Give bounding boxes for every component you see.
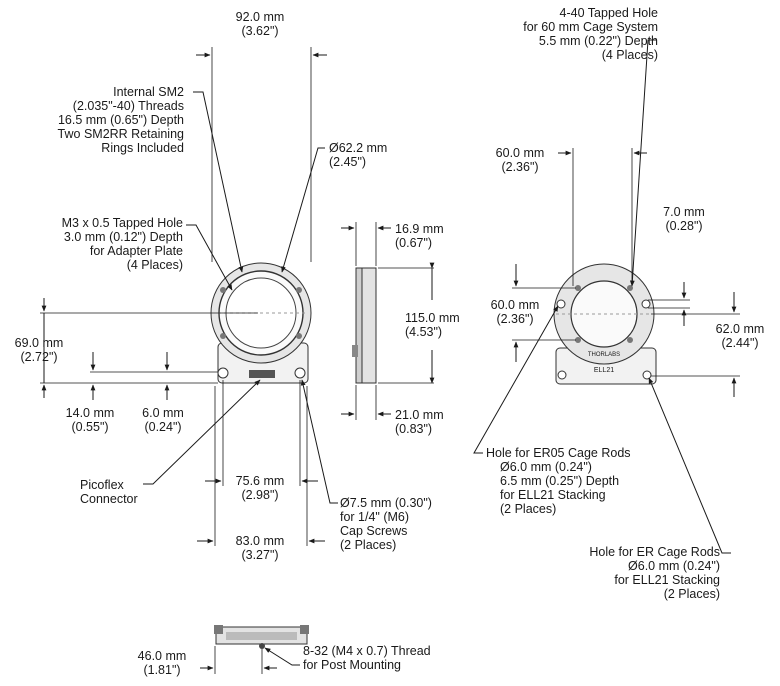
width-75-6-label: 75.6 mm(2.98") xyxy=(236,474,285,502)
cap-screw-hole xyxy=(217,367,229,379)
er-rod-hole xyxy=(557,370,567,380)
bottom-screw-head xyxy=(300,625,309,634)
er05-rod-hole xyxy=(641,299,651,309)
width-92-label: 92.0 mm(3.62") xyxy=(236,10,285,38)
side-view xyxy=(352,267,377,384)
height-60-label: 60.0 mm(2.36") xyxy=(491,298,540,326)
adapter-tapped-hole xyxy=(296,333,302,339)
front-view xyxy=(210,262,312,384)
bottom-view xyxy=(214,625,309,649)
model-label: ELL21 xyxy=(594,367,614,374)
diameter-62-label: Ø62.2 mm(2.45") xyxy=(329,141,387,169)
cage-tapped-hole xyxy=(627,337,633,343)
height-69-label: 69.0 mm(2.72") xyxy=(15,336,64,364)
height-115-label: 115.0 mm(4.53") xyxy=(405,311,460,339)
dimension-labels: 92.0 mm(3.62") Internal SM2(2.035"-40) T… xyxy=(15,6,765,677)
side-face xyxy=(355,267,363,384)
cage-tapped-hole xyxy=(575,337,581,343)
er-rod-hole xyxy=(642,370,652,380)
height-14-label: 14.0 mm(0.55") xyxy=(66,406,115,434)
bottom-screw-head xyxy=(214,625,223,634)
back-view: THORLABS ELL21 xyxy=(553,263,657,385)
bottom-slot xyxy=(226,632,297,640)
dimension-lines xyxy=(40,39,740,674)
brand-label: THORLABS xyxy=(588,352,620,358)
width-60-label: 60.0 mm(2.36") xyxy=(496,146,545,174)
post-mount-thread xyxy=(259,643,265,649)
cap-screw-label: Ø7.5 mm (0.30")for 1/4" (M6)Cap Screws(2… xyxy=(340,496,432,552)
depth-16-9-label: 16.9 mm(0.67") xyxy=(395,222,444,250)
height-62-label: 62.0 mm(2.44") xyxy=(716,322,765,350)
picoflex-connector xyxy=(249,370,275,378)
adapter-tapped-hole xyxy=(220,333,226,339)
er05-rod-hole xyxy=(556,299,566,309)
width-46-label: 46.0 mm(1.81") xyxy=(138,649,187,677)
depth-21-label: 21.0 mm(0.83") xyxy=(395,408,444,436)
cap-screw-hole xyxy=(294,367,306,379)
adapter-tapped-hole xyxy=(220,287,226,293)
adapter-tapped-hole xyxy=(296,287,302,293)
height-6-label: 6.0 mm(0.24") xyxy=(142,406,184,434)
side-connector xyxy=(352,345,358,357)
width-83-label: 83.0 mm(3.27") xyxy=(236,534,285,562)
height-7-label: 7.0 mm(0.28") xyxy=(663,205,705,233)
cage-tapped-hole xyxy=(575,285,581,291)
